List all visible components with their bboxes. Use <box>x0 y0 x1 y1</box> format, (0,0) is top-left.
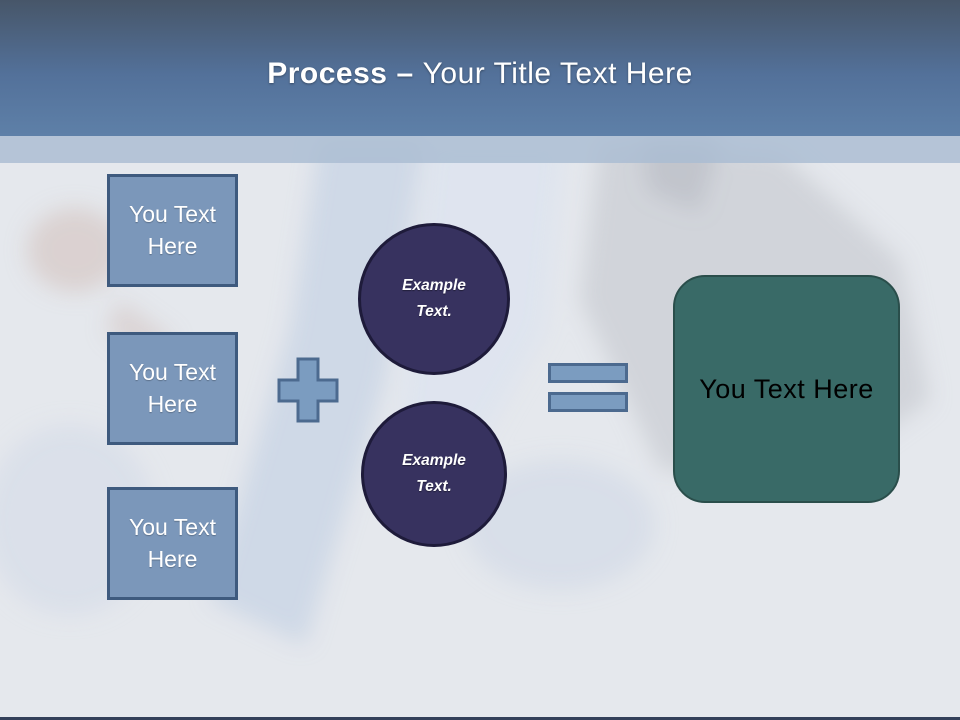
result-box-label: You Text Here <box>699 373 874 404</box>
slide-header: Process–Your Title Text Here <box>0 0 960 136</box>
bottom-edge-line <box>0 717 960 720</box>
title-separator: – <box>396 57 414 90</box>
header-underlay-band <box>0 136 960 163</box>
input-box-1-label: You Text Here <box>129 201 216 259</box>
example-circle-1: Example Text. <box>358 223 510 375</box>
input-box-2: You Text Here <box>107 332 238 445</box>
title-keyword: Process <box>267 57 388 90</box>
equals-bar-bottom <box>548 392 628 412</box>
input-box-2-label: You Text Here <box>129 359 216 417</box>
input-box-3: You Text Here <box>107 487 238 600</box>
example-circle-2: Example Text. <box>361 401 507 547</box>
result-box: You Text Here <box>673 275 900 503</box>
page-title: Process–Your Title Text Here <box>267 57 693 91</box>
example-circle-1-label: Example Text. <box>402 276 466 320</box>
input-box-1: You Text Here <box>107 174 238 287</box>
plus-icon <box>277 357 339 423</box>
input-box-3-label: You Text Here <box>129 514 216 572</box>
equals-icon <box>548 363 628 412</box>
title-subtitle: Your Title Text Here <box>422 57 693 90</box>
example-circle-2-label: Example Text. <box>402 451 466 495</box>
equals-bar-top <box>548 363 628 383</box>
